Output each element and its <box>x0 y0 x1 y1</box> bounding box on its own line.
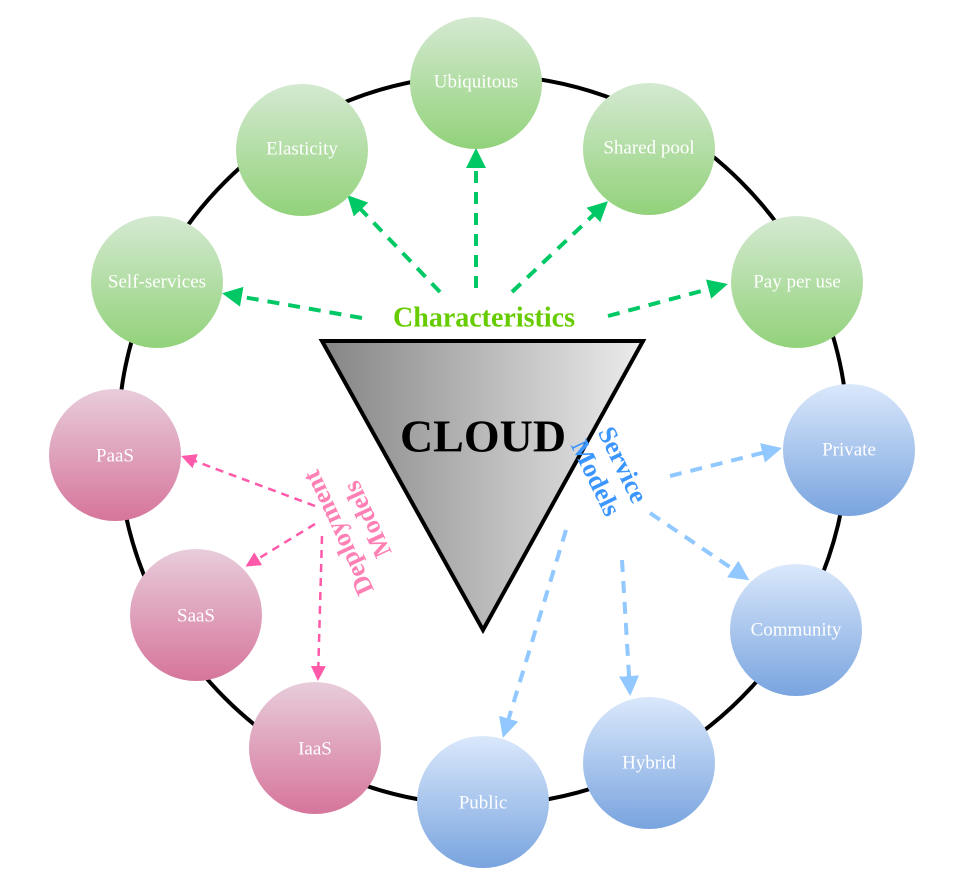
node-label: Pay per use <box>753 271 841 292</box>
node-label: Elasticity <box>266 138 338 159</box>
node-label: IaaS <box>298 738 332 759</box>
node-label: Public <box>459 792 508 813</box>
service-arrows <box>499 443 782 738</box>
node-hybrid[interactable]: Hybrid <box>583 697 715 829</box>
node-circle <box>417 736 549 868</box>
node-circle <box>236 84 368 216</box>
node-pay-per-use[interactable]: Pay per use <box>731 216 863 348</box>
node-circle <box>130 549 262 681</box>
node-self-services[interactable]: Self-services <box>91 216 223 348</box>
node-public[interactable]: Public <box>417 736 549 868</box>
node-label: Shared pool <box>603 137 694 158</box>
deployment-arrows <box>181 454 326 681</box>
node-circle <box>91 216 223 348</box>
node-circle <box>730 564 862 696</box>
arrow-to-elasticity <box>347 195 442 294</box>
node-label: SaaS <box>177 605 215 626</box>
node-circle <box>49 389 181 521</box>
node-shared-pool[interactable]: Shared pool <box>583 83 715 215</box>
arrow-to-hybrid <box>619 559 640 696</box>
node-circle <box>583 697 715 829</box>
arrow-to-paas <box>181 454 316 508</box>
node-circle <box>249 682 381 814</box>
node-paas[interactable]: PaaS <box>49 389 181 521</box>
node-label: Hybrid <box>622 752 676 773</box>
node-elasticity[interactable]: Elasticity <box>236 84 368 216</box>
arrow-to-self-services <box>222 286 363 320</box>
arrow-to-pay-per-use <box>607 279 728 318</box>
node-private[interactable]: Private <box>783 384 915 516</box>
arrow-to-public <box>499 529 568 738</box>
node-label: PaaS <box>96 445 134 466</box>
node-circle <box>783 384 915 516</box>
node-circle <box>410 17 542 149</box>
node-saas[interactable]: SaaS <box>130 549 262 681</box>
node-circle <box>583 83 715 215</box>
node-label: Community <box>751 619 842 640</box>
node-label: Ubiquitous <box>434 71 518 92</box>
cloud-triangle <box>318 339 647 635</box>
node-label: Self-services <box>108 271 206 292</box>
arrow-to-community <box>648 511 750 581</box>
arrow-to-iaas <box>310 535 326 681</box>
node-label: Private <box>822 439 876 460</box>
node-ubiquitous[interactable]: Ubiquitous <box>410 17 542 149</box>
cloud-label: CLOUD <box>400 411 566 462</box>
characteristics-label: Characteristics <box>393 302 575 333</box>
arrow-to-saas <box>245 522 316 567</box>
node-iaas[interactable]: IaaS <box>249 682 381 814</box>
node-community[interactable]: Community <box>730 564 862 696</box>
arrow-to-shared-pool <box>510 201 608 294</box>
node-circle <box>731 216 863 348</box>
arrow-to-private <box>669 443 782 478</box>
characteristics-arrows <box>222 148 728 320</box>
